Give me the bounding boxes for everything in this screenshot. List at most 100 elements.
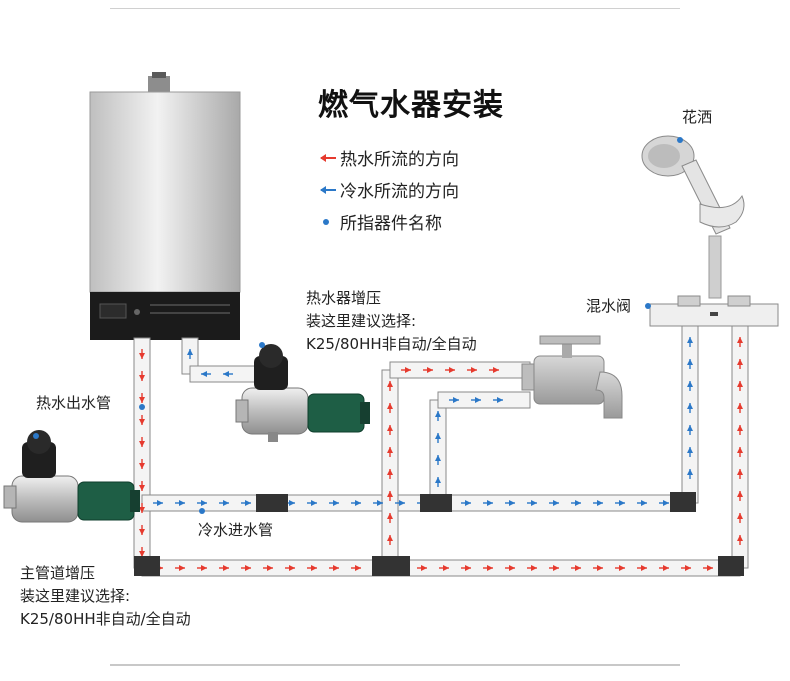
cold-flow-arrow — [597, 500, 603, 506]
page-title: 燃气水器安装 — [318, 88, 504, 123]
hot-flow-arrow — [575, 565, 581, 571]
component-pointers — [33, 137, 683, 514]
heater-knob-icon — [134, 309, 140, 315]
cold-flow-arrow — [487, 500, 493, 506]
cold-flow-arrow — [399, 500, 405, 506]
cold-flow-arrow — [663, 500, 669, 506]
hot-flow-arrow — [333, 565, 339, 571]
hot-flow-arrow — [387, 425, 393, 431]
hot-flow-arrow — [737, 337, 743, 343]
cold-flow-arrow — [509, 500, 515, 506]
hot-flow-arrow — [139, 529, 145, 535]
cold-flow-arrow — [687, 337, 693, 343]
label-main-boost-model: K25/80HH非自动/全自动 — [20, 610, 191, 628]
hot-flow-arrow — [223, 565, 229, 571]
label-heater-boost-title: 热水器增压 — [306, 289, 382, 307]
pointer-dot-icon — [323, 218, 329, 225]
pointer-dot-shower — [677, 137, 683, 143]
shower-holder — [699, 194, 745, 228]
hot-flow-arrow — [355, 565, 361, 571]
cold-flow-arrow — [179, 500, 185, 506]
faucet-stem — [562, 344, 572, 358]
hot-flow-arrow — [139, 463, 145, 469]
hot-flow-arrow — [289, 565, 295, 571]
cold-flow-arrow — [223, 500, 229, 506]
elbow-joint — [134, 556, 160, 576]
cold-flow-arrow — [377, 500, 383, 506]
shower-riser — [708, 235, 722, 299]
faucet-spout — [595, 371, 623, 419]
pointer-dot-main-pump — [33, 433, 39, 439]
hot-flow-arrow — [387, 447, 393, 453]
cold-flow-arrow — [687, 469, 693, 475]
hot-flow-arrow — [387, 535, 393, 541]
heater-booster-pump — [235, 344, 370, 442]
label-heater-boost-model: K25/80HH非自动/全自动 — [306, 335, 477, 353]
cold-flow-arrow — [465, 500, 471, 506]
pump-gauge-icon — [259, 344, 283, 368]
pump-motor — [77, 481, 135, 521]
faucet-body — [533, 355, 605, 405]
hot-flow-arrow — [707, 565, 713, 571]
hot-flow-arrow — [471, 367, 477, 373]
cold-flow-arrow — [289, 500, 295, 506]
hot-flow-arrow — [619, 565, 625, 571]
cold-flow-arrow — [187, 349, 193, 355]
hot-flow-arrow — [737, 491, 743, 497]
label-shower: 花洒 — [682, 108, 713, 126]
hot-flow-arrow — [139, 441, 145, 447]
label-cold-in-pipe: 冷水进水管 — [198, 521, 274, 539]
pump-motor-cap — [360, 402, 370, 424]
cold-flow-arrow — [497, 397, 503, 403]
pointer-dot-mixer-valve — [645, 303, 651, 309]
pump-gauge-icon — [27, 430, 51, 454]
pump-inlet — [235, 399, 249, 423]
hot-flow-arrow — [641, 565, 647, 571]
mixer-valve-knob — [727, 295, 751, 307]
hot-flow-arrow — [737, 447, 743, 453]
heater-flue-cap — [152, 72, 166, 78]
hot-flow-arrow — [267, 565, 273, 571]
elbow-joint — [670, 492, 696, 512]
hot-flow-arrow — [405, 367, 411, 373]
water-heater — [89, 72, 241, 340]
legend-dot: 所指器件名称 — [318, 209, 442, 234]
heater-display — [99, 303, 127, 319]
tee-joint — [420, 494, 452, 512]
hot-flow-arrow — [139, 551, 145, 557]
cold-flow-arrow — [435, 411, 441, 417]
label-mixer-valve: 混水阀 — [586, 297, 632, 315]
hot-flow-arrow — [387, 513, 393, 519]
cold-flow-arrow — [245, 500, 251, 506]
tee-joint — [256, 494, 288, 512]
cold-flow-arrow — [619, 500, 625, 506]
hot-flow-arrow — [201, 565, 207, 571]
hot-flow-arrow — [531, 565, 537, 571]
hot-flow-arrow — [427, 367, 433, 373]
hot-flow-arrow — [311, 565, 317, 571]
cold-flow-arrow — [687, 359, 693, 365]
hot-flow-arrow — [737, 425, 743, 431]
heater-body — [89, 91, 241, 293]
hot-flow-arrow — [139, 397, 145, 403]
top-divider — [110, 8, 680, 9]
hot-flow-arrow — [487, 565, 493, 571]
cold-flow-arrow — [475, 397, 481, 403]
hot-flow-arrow — [443, 565, 449, 571]
hot-flow-arrow — [737, 535, 743, 541]
hot-flow-arrow — [139, 507, 145, 513]
pointer-dot-cold-in-pipe — [199, 508, 205, 514]
label-hot-out-pipe: 热水出水管 — [36, 394, 112, 412]
hot-flow-arrow — [737, 359, 743, 365]
mixer-valve — [649, 295, 779, 327]
legend-cold-label: 冷水所流的方向 — [340, 182, 459, 202]
pump-inlet — [3, 485, 17, 509]
label-main-boost-title: 主管道增压 — [20, 564, 96, 582]
hot-flow-arrow — [737, 513, 743, 519]
shower — [641, 135, 745, 299]
heater-panel-line — [150, 304, 230, 306]
cold-flow-arrow — [687, 403, 693, 409]
cold-flow-arrow — [157, 500, 163, 506]
cold-flow-arrow — [687, 447, 693, 453]
hot-flow-arrow — [387, 491, 393, 497]
